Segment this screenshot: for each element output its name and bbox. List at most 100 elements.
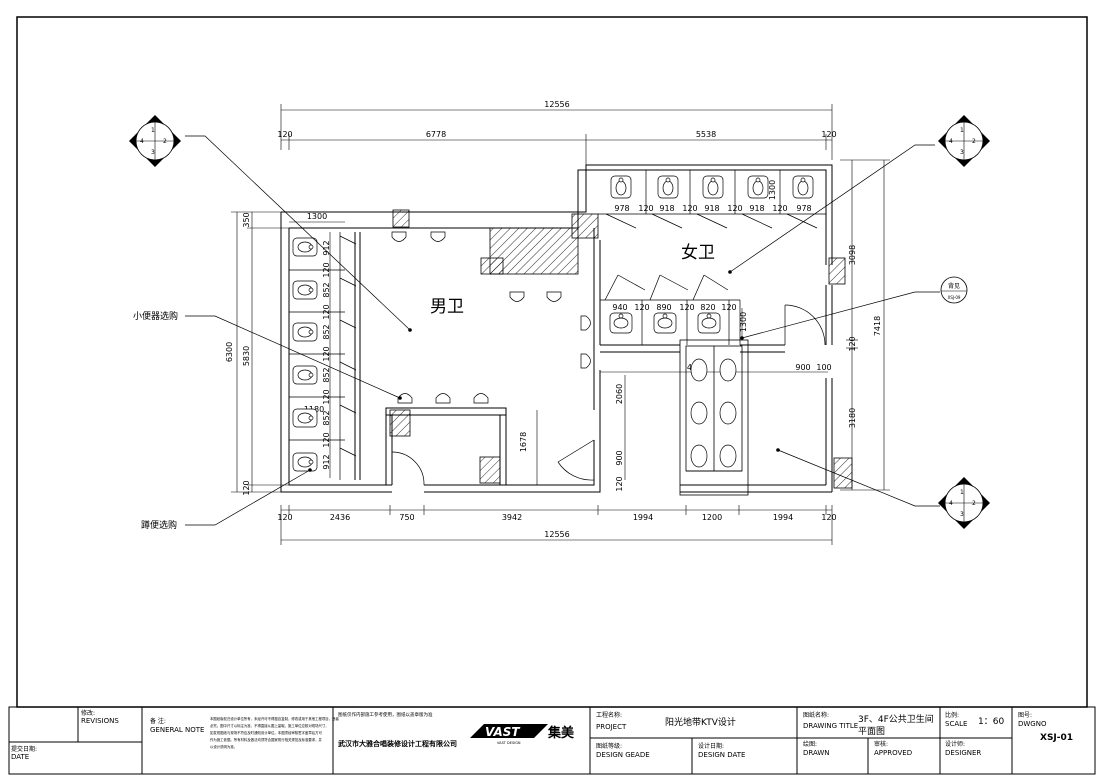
dwg-label: DWGNO [1018,720,1047,728]
index-number: 1 [151,127,155,134]
dwg-value: XSJ-01 [1040,733,1073,743]
revisions-label: REVISIONS [81,717,119,725]
approved-cn: 审核: [874,740,888,748]
drawn-cn: 绘图: [803,740,817,748]
dimension-lines [231,104,890,545]
revisions-cn: 修改: [81,709,95,717]
dim-v-900: 900 [615,450,624,465]
women-stalls-top [598,170,826,229]
index-number: 2 [163,138,167,145]
dim-door-900: 900 [795,363,810,372]
approved-label: APPROVED [874,749,912,757]
title-block [8,706,1096,775]
index-symbol-top-left: 1 2 3 4 [129,115,181,167]
squat-toilet [292,322,318,342]
dim-women-mid-depth: 1300 [739,312,748,332]
squat-toilet [657,175,679,199]
note-cn: 备 注: [150,717,166,725]
dim-bottom-f: 1994 [773,513,793,522]
dim-top-b: 5538 [696,130,716,139]
index-symbol-bottom-right: 1 2 3 4 [938,477,990,529]
urinal [430,231,446,242]
men-door [391,451,425,486]
dim-overall-bottom: 12556 [544,530,569,539]
squat-toilet [653,312,677,334]
urinal [546,291,562,302]
general-note-text: 本图纸版权归设计单位所有，未经许可不得擅自复制、修改或用于其他工程项目，违者 必… [210,716,339,749]
design-date-cn: 设计日期: [698,742,724,750]
drawn-label: DRAWN [803,749,830,757]
dim-bottom-a: 2436 [330,513,350,522]
dim-top-a: 6778 [426,130,446,139]
company-logo: VAST 集美 VAST DESIGN [470,724,575,745]
men-urinals [391,231,591,404]
squat-toilet [609,312,633,334]
drawing-title-label: DRAWING TITLE [803,722,858,730]
urinal [509,291,525,302]
project-label: PROJECT [596,723,627,731]
sink [719,401,737,425]
dim-women-top-depth: 1300 [768,180,777,200]
dim-bottom-w2: 120 [821,513,836,522]
dim-bottom-w1: 120 [277,513,292,522]
grade-cn: 图纸等级: [596,742,622,750]
dim-bottom-e: 1200 [702,513,722,522]
project-cn: 工程名称: [596,711,622,719]
dim-women-top-7: 918 [749,204,764,213]
brand-logo-sub: VAST DESIGN [497,741,521,745]
grade-label: DESIGN GEADE [596,751,650,759]
note-label: GENERAL NOTE [150,726,204,734]
squat-toilet [610,175,632,199]
index-number: 1 [960,489,964,496]
dim-men-stall-1: 912 [322,240,331,255]
walls [280,164,833,493]
dim-women-top-1: 978 [614,204,629,213]
sink [719,358,737,382]
note-line: 作为施工依据。所有材料及做法均须符合国家现行相关规范及标准要求，并 [210,737,322,742]
dim-women-top-3: 918 [659,204,674,213]
basin-island [679,339,749,496]
dim-left-total: 6300 [225,342,234,362]
room-label-men: 男卫 [430,297,464,317]
dim-right-b: 3180 [848,408,857,428]
dim-men-stall-4: 852 [322,367,331,382]
dwg-cn: 图号: [1018,712,1032,719]
squat-toilets-women-top [610,175,814,199]
sink [690,444,708,468]
index-number: 4 [140,138,144,145]
dim-v-2060: 2060 [615,384,624,404]
index-number: 3 [960,149,964,156]
brand-logo-cn: 集美 [547,725,575,741]
elevation-ref: XSJ-09 [948,295,961,300]
sink [719,444,737,468]
dim-men-stall-2: 852 [322,282,331,297]
date-label: DATE [11,753,29,761]
squat-toilet [292,237,318,257]
squat-toilet [292,280,318,300]
dim-bottom-c: 3942 [502,513,522,522]
dim-right-total: 7418 [873,316,882,336]
note-line: 本图纸版权归设计单位所有，未经许可不得擅自复制、修改或用于其他工程项目，违者 [210,716,339,721]
company-name: 武汉市大雅合唱装修设计工程有限公司 [338,739,457,748]
index-number: 2 [972,500,976,507]
drawing-title-value-2: 平面图 [858,726,885,737]
dim-women-mid-3: 890 [656,303,671,312]
scale-cn: 比例: [945,711,959,719]
dim-right-a: 3098 [848,245,857,265]
design-date-label: DESIGN DATE [698,751,745,759]
squat-toilet [292,452,318,472]
side-door [784,304,826,346]
dim-left-bottom: 120 [242,480,251,495]
drawing-title-value-1: 3F、4F公共卫生间 [858,713,934,725]
squat-toilet [792,175,814,199]
squat-toilet [697,312,721,334]
basin-sinks [690,358,737,468]
dim-overall-top: 12556 [544,100,569,109]
dim-top-w1: 120 [277,130,292,139]
dim-side-100: 100 [816,363,831,372]
index-number: 1 [960,127,964,134]
dim-men-stall-width: 1300 [307,212,327,221]
dim-men-stall-5: 852 [322,410,331,425]
dimension-texts: 12556 120 6778 5538 120 120 2436 750 394… [225,100,882,539]
